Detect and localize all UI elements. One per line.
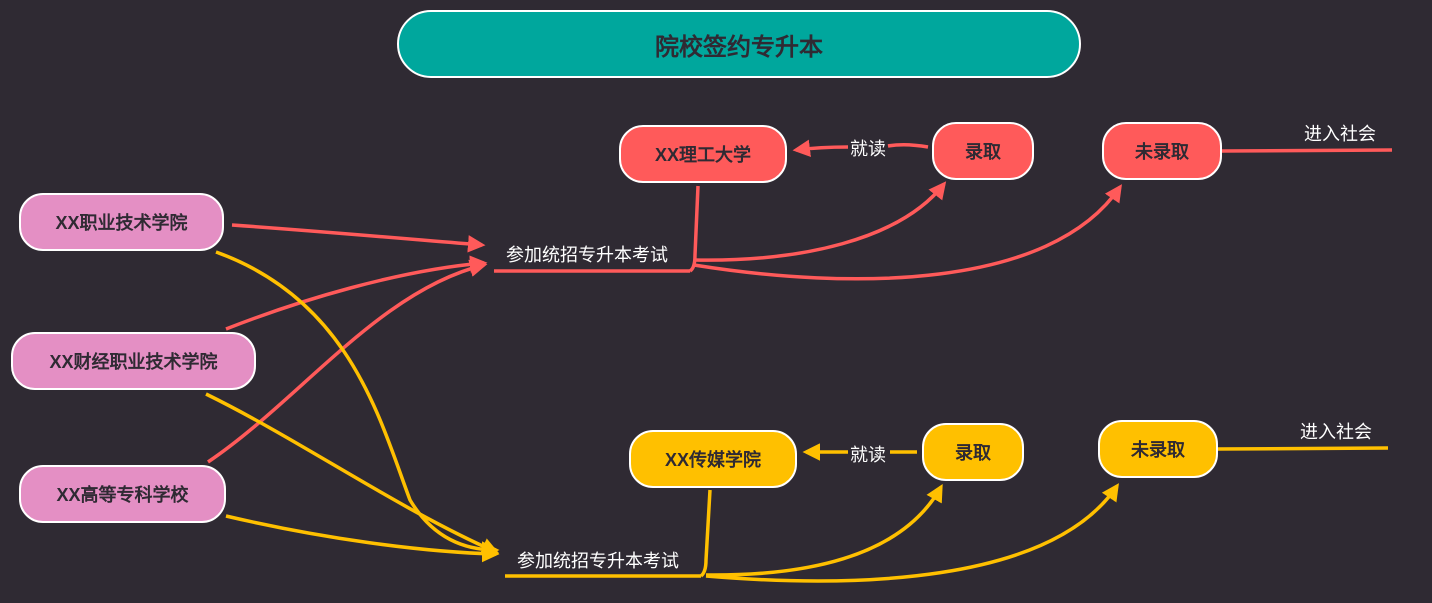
school-node-3: XX高等专科学校 <box>19 465 226 523</box>
edge-notadmitted-to-society-yellow <box>1217 446 1389 451</box>
exam-label-yellow: 参加统招专升本考试 <box>517 551 679 571</box>
university-node-red: XX理工大学 <box>619 125 787 183</box>
attend-label-red: 就读 <box>850 139 886 159</box>
diagram-title: 院校签约专升本 <box>397 10 1081 78</box>
society-label-yellow: 进入社会 <box>1300 422 1372 442</box>
edge-school2-to-exam-red <box>225 255 488 331</box>
not-admitted-node-red: 未录取 <box>1102 122 1222 180</box>
edge-school2-to-exam-yellow <box>205 392 500 555</box>
edge-school1-to-exam-red <box>231 223 486 253</box>
admitted-node-red: 录取 <box>932 122 1034 180</box>
university-node-yellow: XX传媒学院 <box>629 430 797 488</box>
edge-school3-to-exam-yellow <box>225 514 500 563</box>
edge-exam-to-notadmitted-red <box>693 184 1122 281</box>
edge-notadmitted-to-society-red <box>1221 148 1393 153</box>
edge-exam-to-notadmitted-yellow <box>705 483 1119 583</box>
school-node-1: XX职业技术学院 <box>19 193 224 251</box>
edge-exam-to-university-yellow <box>699 489 712 578</box>
edge-school1-to-exam-yellow <box>215 250 500 559</box>
edge-attend-to-university-red <box>792 139 849 157</box>
attend-label-yellow: 就读 <box>850 445 886 465</box>
society-label-red: 进入社会 <box>1304 124 1376 144</box>
school-node-2: XX财经职业技术学院 <box>11 332 256 390</box>
exam-label-red: 参加统招专升本考试 <box>506 245 668 265</box>
edge-exam-to-university-red <box>688 185 700 273</box>
edge-exam-to-admitted-red <box>693 181 947 262</box>
edge-admitted-to-attend-red <box>887 142 929 149</box>
not-admitted-node-yellow: 未录取 <box>1098 420 1218 478</box>
edge-exam-to-admitted-yellow <box>705 483 943 577</box>
admitted-node-yellow: 录取 <box>922 423 1024 481</box>
